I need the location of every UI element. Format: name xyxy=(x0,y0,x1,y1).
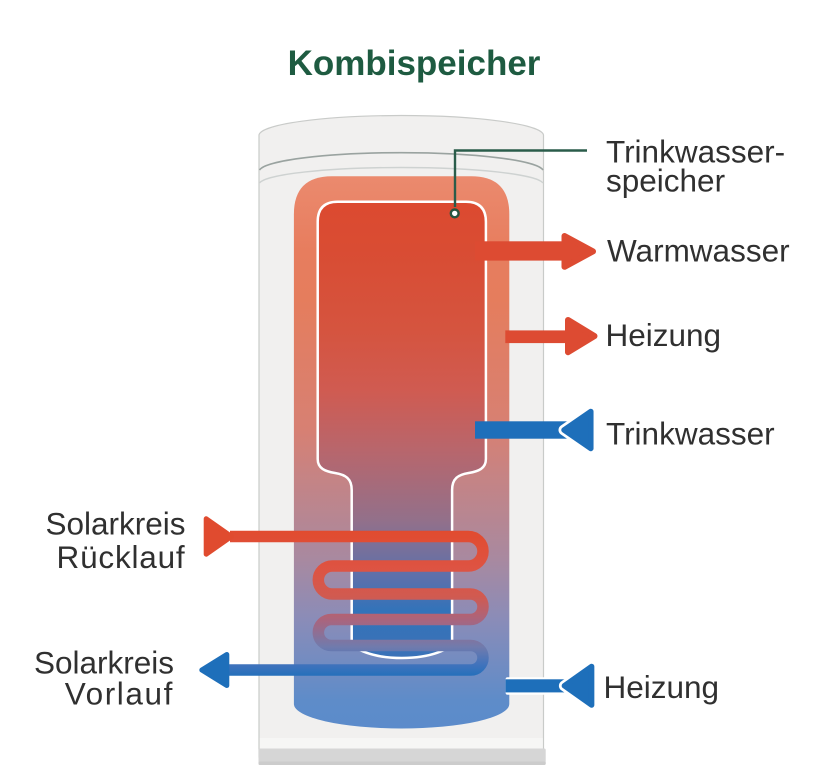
svg-text:Rücklauf: Rücklauf xyxy=(57,539,186,575)
svg-text:Heizung: Heizung xyxy=(606,317,722,353)
svg-text:Heizung: Heizung xyxy=(604,669,720,705)
svg-text:Trinkwasser: Trinkwasser xyxy=(606,416,775,452)
svg-text:Warmwasser: Warmwasser xyxy=(607,233,790,269)
svg-text:Trinkwasser-: Trinkwasser- xyxy=(606,133,785,169)
svg-text:Solarkreis: Solarkreis xyxy=(45,506,185,542)
svg-text:Kombispeicher: Kombispeicher xyxy=(288,44,541,83)
svg-text:speicher: speicher xyxy=(606,162,725,198)
svg-text:Solarkreis: Solarkreis xyxy=(34,645,174,681)
svg-text:Vorlauf: Vorlauf xyxy=(65,676,174,712)
